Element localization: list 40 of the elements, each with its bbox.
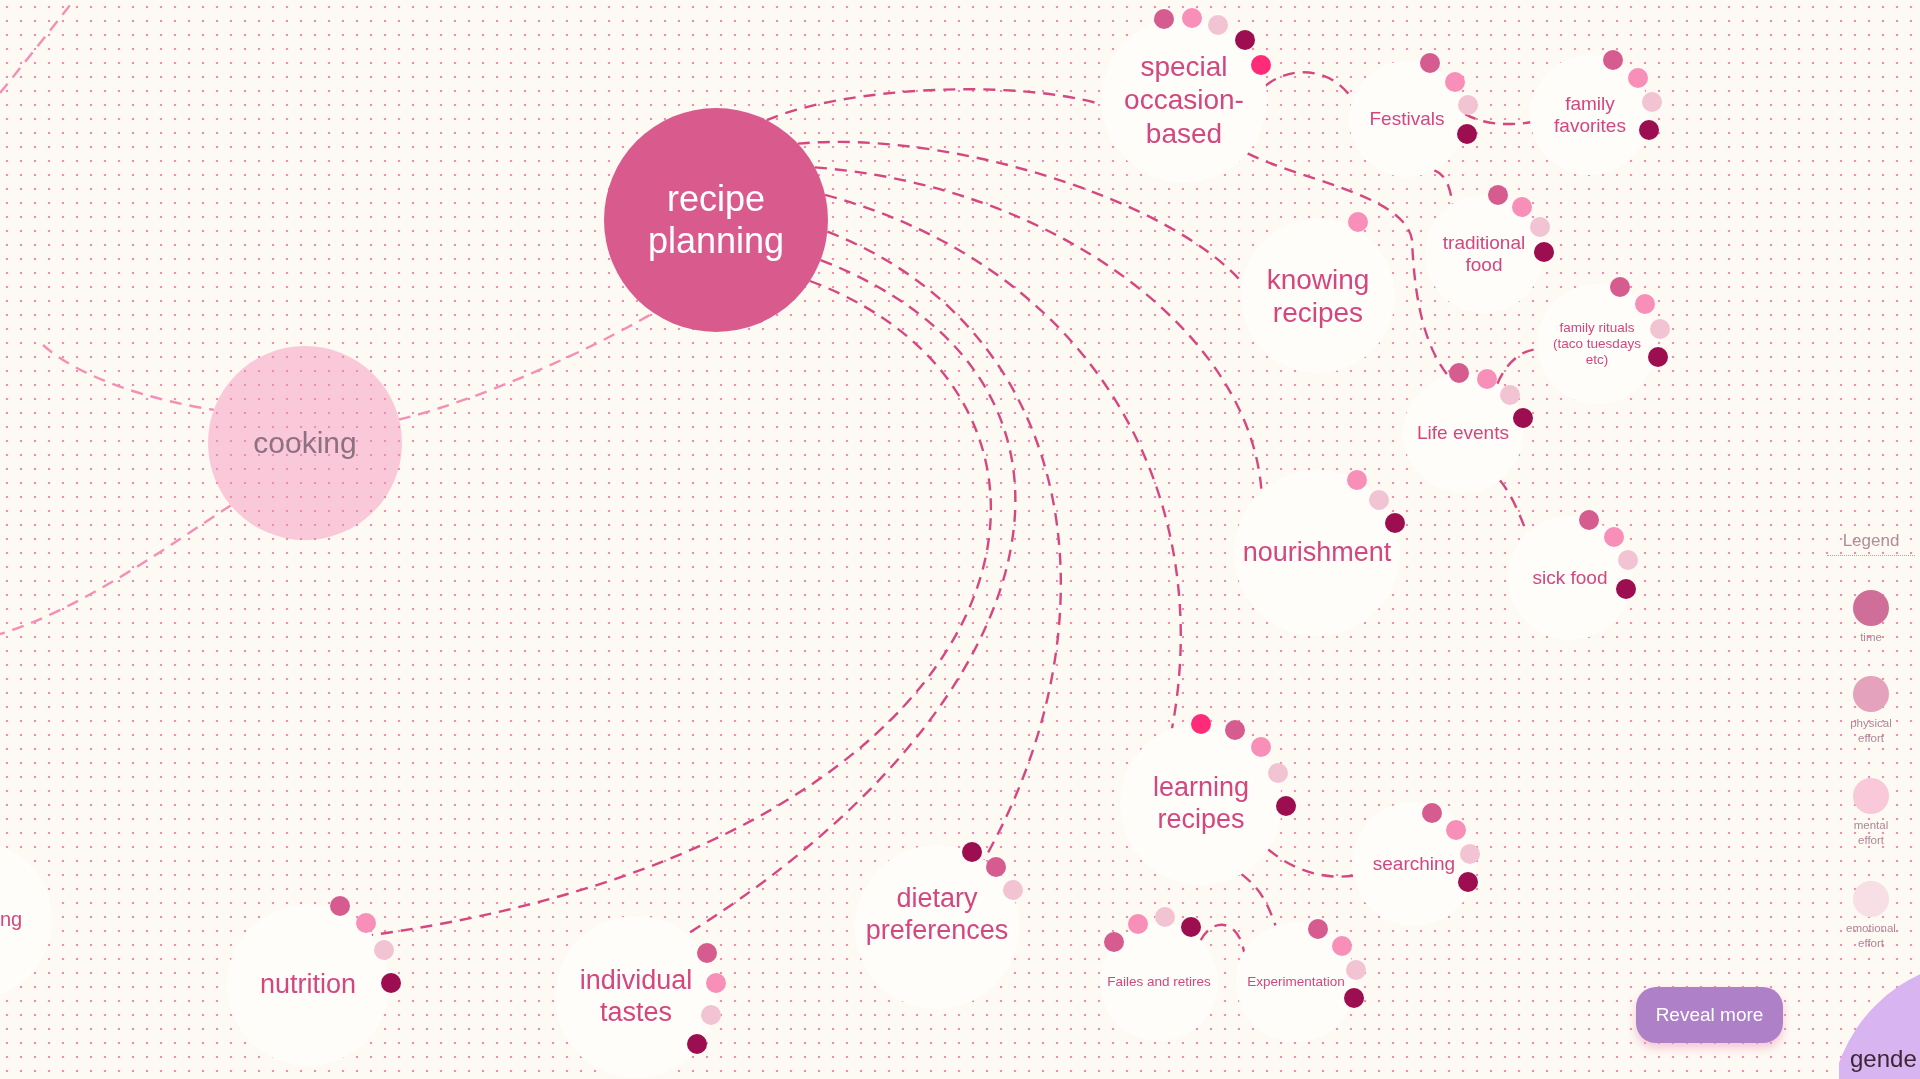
connector-line — [1464, 112, 1531, 126]
topic-label: Failes and retires — [1107, 974, 1211, 990]
topic-label: Experimentation — [1247, 974, 1345, 990]
topic-label: family favorites — [1553, 92, 1627, 138]
legend-heading: Legend — [1827, 531, 1915, 556]
reveal-more-button: Reveal more — [1636, 987, 1783, 1043]
connector-line — [0, 504, 232, 636]
legend-label: physical effort — [1849, 716, 1893, 746]
legend-label: emotional effort — [1845, 921, 1897, 951]
topic-label: knowing recipes — [1265, 262, 1371, 330]
topic-label: family rituals (taco tuesdays etc) — [1552, 320, 1642, 368]
connector-line — [1240, 873, 1277, 926]
topic-label: special occasion-based — [1123, 50, 1245, 150]
connector-line — [371, 279, 991, 937]
topic-circle — [1236, 922, 1356, 1042]
connector-line — [814, 166, 1263, 492]
connector-line — [1247, 152, 1449, 376]
topic-label: Festivals — [1369, 107, 1445, 131]
topic-label: cooking — [253, 425, 357, 461]
topic-circle — [1352, 802, 1476, 926]
topic-label: Life events — [1417, 421, 1509, 445]
topic-label: nourishment — [1242, 537, 1392, 569]
legend-label: mental effort — [1852, 818, 1890, 848]
connector-line — [824, 193, 1182, 729]
connector-line — [1267, 848, 1354, 878]
topic-label: dietary preferences — [864, 883, 1010, 947]
topic-label: sick food — [1532, 566, 1608, 590]
topic-label: individual tastes — [578, 965, 694, 1029]
topic-circle — [1349, 61, 1465, 177]
topic-label: recipe planning — [646, 177, 786, 263]
topic-label: searching — [1372, 852, 1456, 876]
legend-label: time — [1859, 630, 1883, 645]
topic-circle — [1403, 373, 1523, 493]
topic-label: traditional food — [1441, 231, 1527, 277]
connector-line — [1199, 923, 1246, 953]
topic-label: ng — [0, 908, 23, 932]
connector-line — [42, 344, 214, 411]
topic-label: gende — [1850, 1045, 1917, 1074]
topic-label: nutrition — [259, 969, 357, 1001]
topic-label: learning recipes — [1151, 772, 1251, 836]
